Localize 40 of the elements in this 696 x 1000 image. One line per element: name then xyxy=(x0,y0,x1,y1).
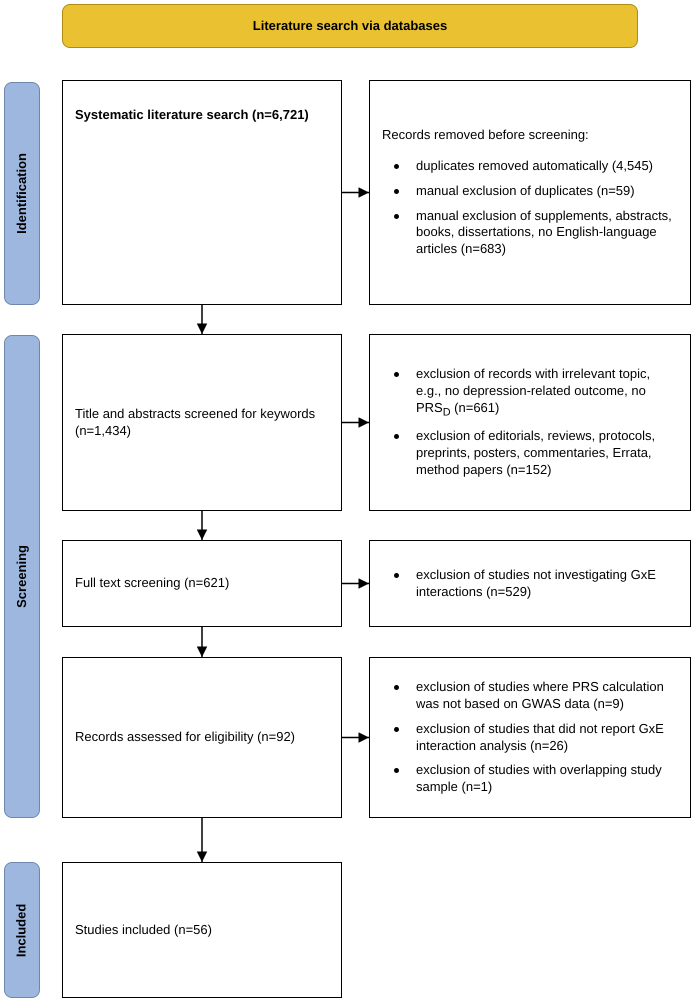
list-item-text: exclusion of studies where PRS calculation was not based on GWAS data (n=9) xyxy=(416,678,664,711)
arrow xyxy=(342,732,369,743)
box-text: Records removed before screening: xyxy=(382,126,590,144)
process-box xyxy=(369,334,691,511)
phase-band xyxy=(4,862,40,998)
list-item-text: exclusion of studies not investigating GxE interactions (n=529) xyxy=(416,566,656,598)
phase-label: Screening xyxy=(14,545,30,608)
box-heading: Systematic literature search (n=6,721) xyxy=(75,107,310,124)
process-box xyxy=(62,540,342,627)
arrow xyxy=(196,305,208,334)
header-title: Literature search via databases xyxy=(252,18,448,34)
phase-label: Identification xyxy=(14,153,30,234)
arrow xyxy=(196,627,208,657)
section-header xyxy=(62,4,638,48)
arrow xyxy=(196,511,208,540)
process-box xyxy=(62,862,342,998)
list-item-text: exclusion of studies with overlapping study sample (n=1) xyxy=(416,762,662,794)
arrow xyxy=(342,578,369,589)
box-text: Studies included (n=56) xyxy=(75,922,213,938)
process-box xyxy=(62,80,342,305)
box-text: Full text screening (n=621) xyxy=(75,575,230,592)
phase-band xyxy=(4,82,40,305)
list-item-text: exclusion of editorials, reviews, protocols, preprints, posters, commentaries, Errata, method papers (n=152) xyxy=(416,428,656,477)
box-text: Records assessed for eligibility (n=92) xyxy=(75,729,296,746)
phase-band xyxy=(4,335,40,818)
process-box xyxy=(369,80,691,305)
arrow xyxy=(342,417,369,428)
process-box xyxy=(62,657,342,818)
phase-label: Included xyxy=(14,903,30,957)
arrow xyxy=(342,187,369,198)
list-item-text: manual exclusion of duplicates (n=59) xyxy=(416,182,635,198)
list-item-text: exclusion of records with irrelevant topic, e.g., no depression-related outcome, no PRS$_{D}$ (n=661) xyxy=(416,366,650,416)
list-item-text: exclusion of studies that did not report GxE interaction analysis (n=26) xyxy=(416,720,664,752)
process-box xyxy=(369,540,691,627)
list-item-text: manual exclusion of supplements, abstracts, books, dissertations, no English-language articles (n=683) xyxy=(416,208,672,256)
arrow xyxy=(196,818,208,862)
process-box xyxy=(62,334,342,511)
process-box xyxy=(369,657,691,818)
list-item-text: duplicates removed automatically (4,545) xyxy=(416,158,654,173)
box-text: Title and abstracts screened for keywords (n=1,434) xyxy=(75,406,316,440)
